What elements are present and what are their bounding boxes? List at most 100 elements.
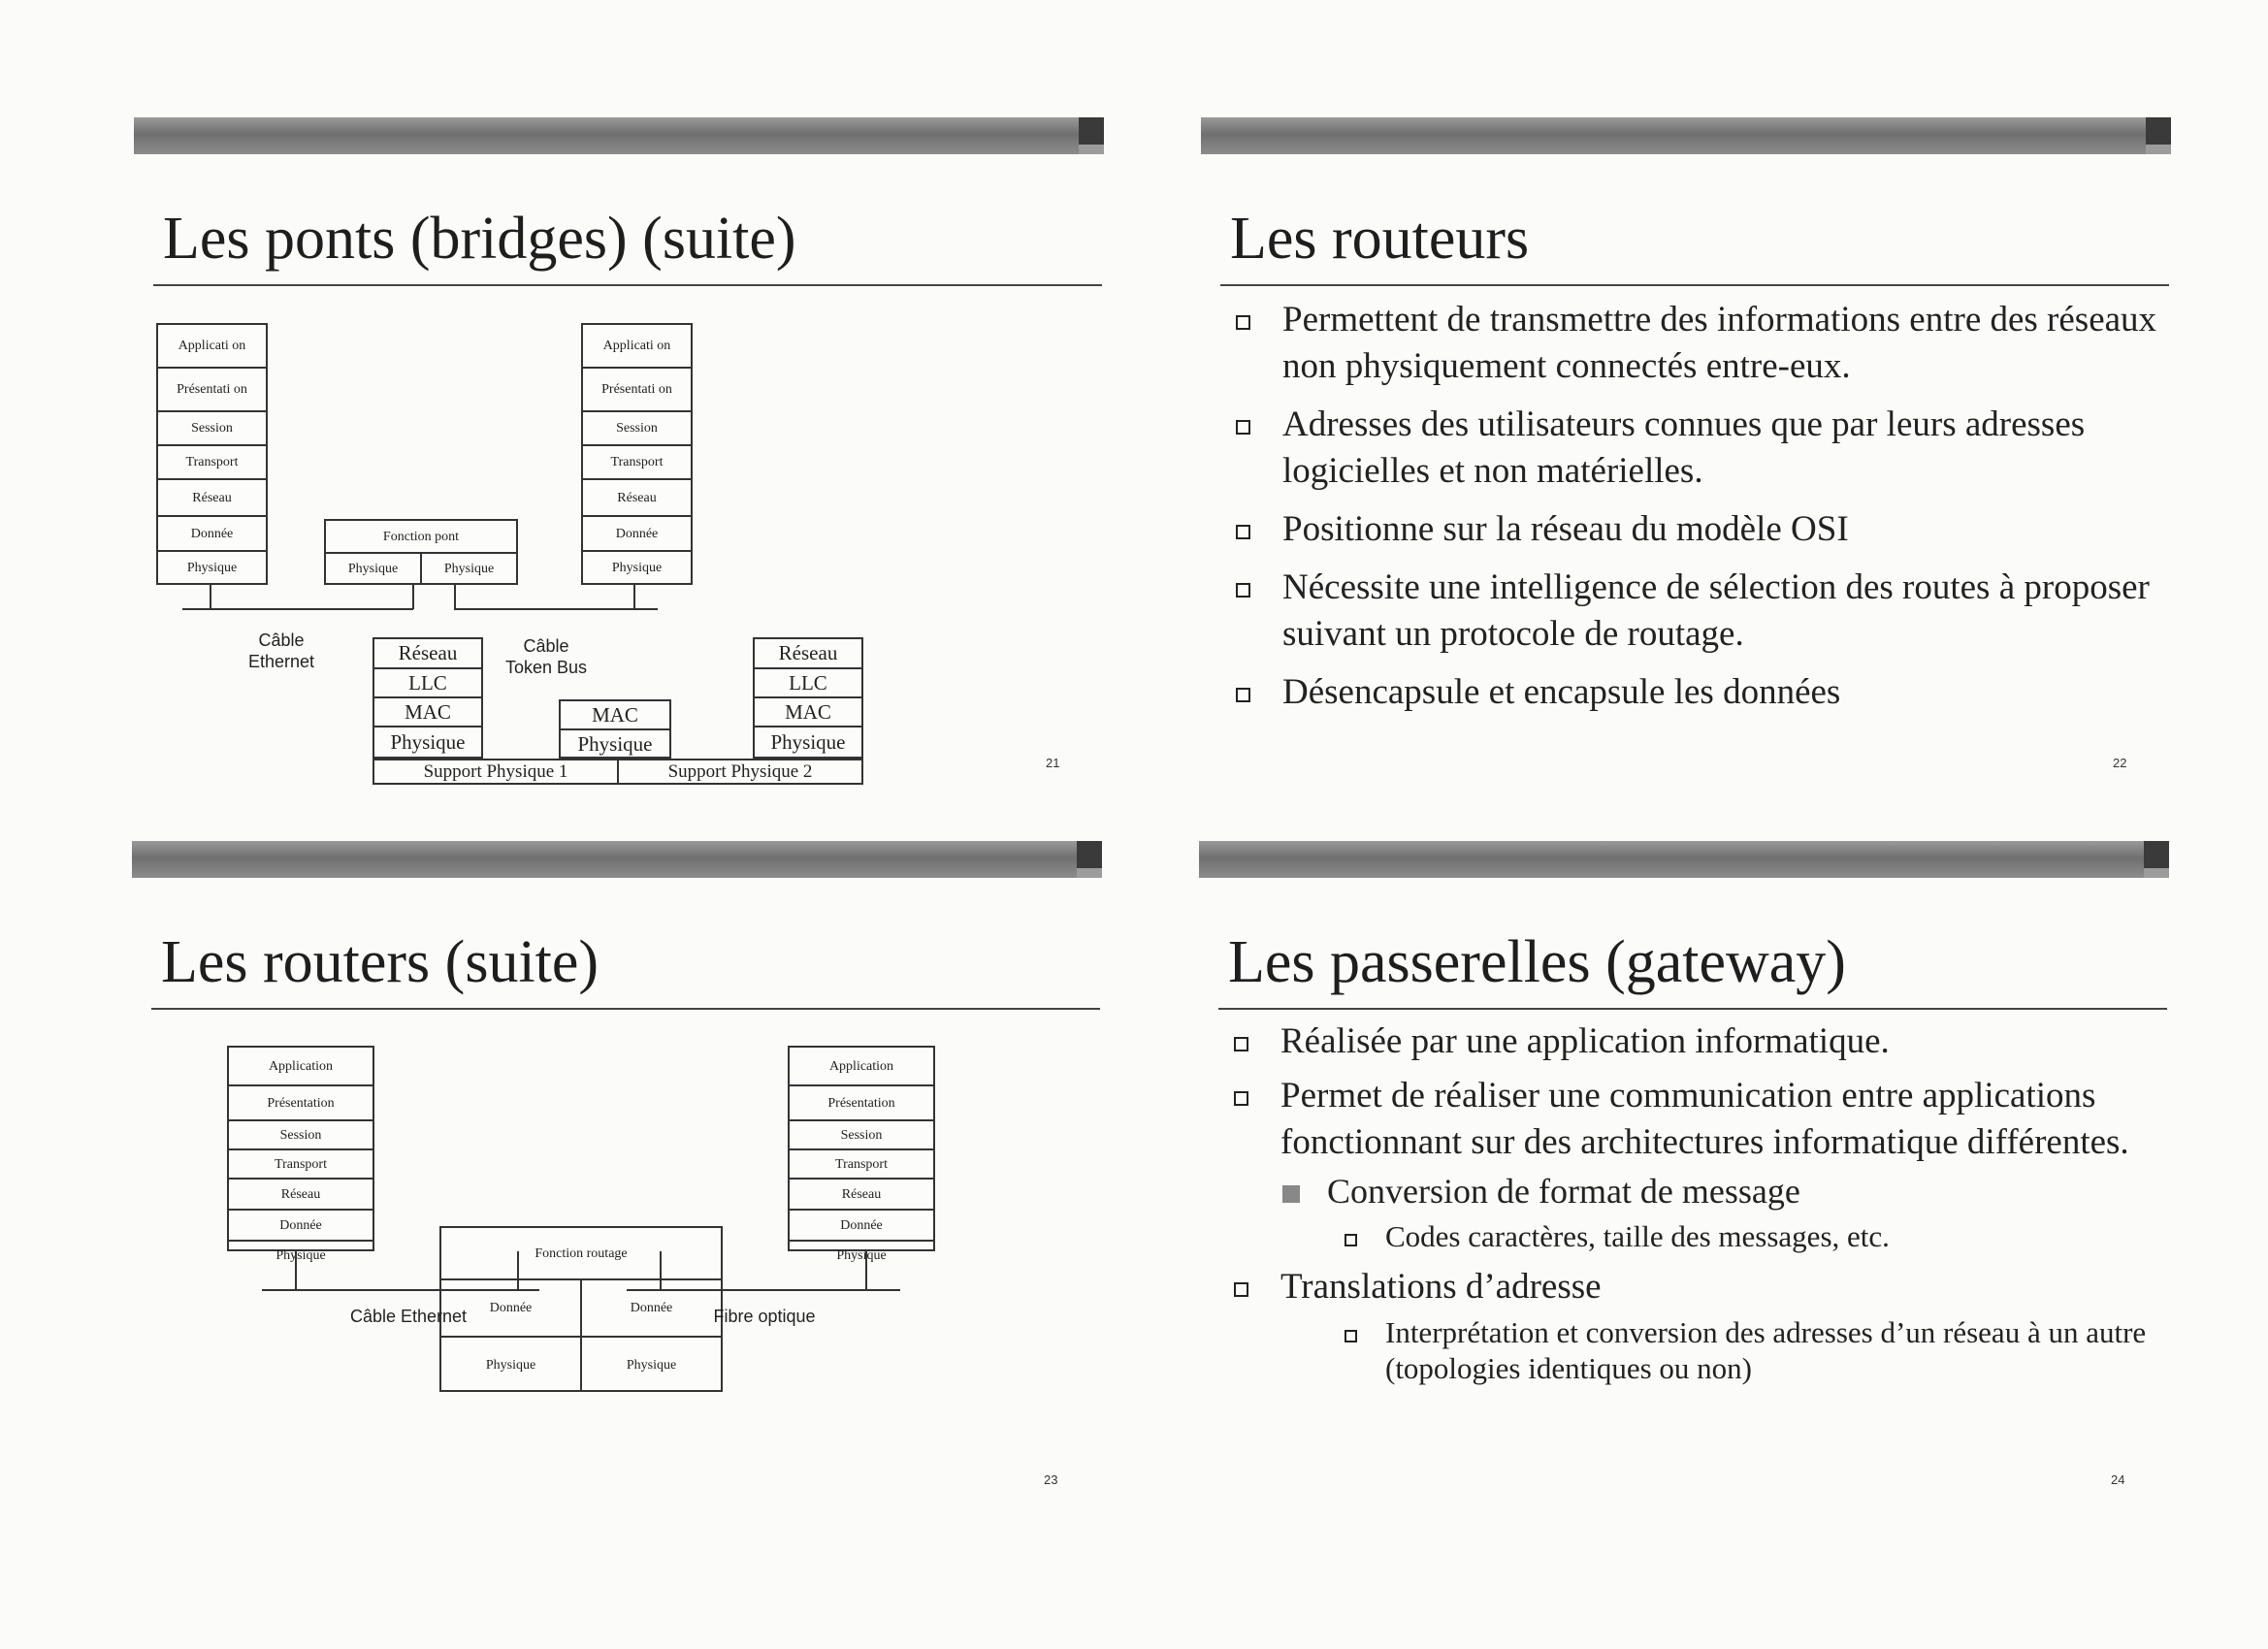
bullet-item: Translations d’adresse xyxy=(1228,1264,2159,1310)
layer-cell: Physique xyxy=(836,1247,887,1263)
layer-cell: Donnée xyxy=(229,1211,373,1242)
layer-cell: Physique xyxy=(275,1247,326,1263)
layer-cell: MAC xyxy=(561,701,669,730)
bullet-item: Nécessite une intelligence de sélection … xyxy=(1230,565,2161,658)
bullet-list: Permettent de transmettre des informatio… xyxy=(1230,297,2161,728)
layer-cell: LLC xyxy=(755,669,861,698)
slide-22: Les routeurs Permettent de transmettre d… xyxy=(1201,117,2171,796)
page-number: 22 xyxy=(2113,756,2127,770)
layer-cell: Applicati on xyxy=(583,325,691,369)
link-line xyxy=(517,1251,519,1290)
layer-cell: Session xyxy=(229,1121,373,1150)
layer-cell: Physique xyxy=(577,732,653,756)
net-stack-mid: MAC Physique xyxy=(559,699,671,759)
slide-title: Les routers (suite) xyxy=(161,929,599,995)
link-line xyxy=(295,1251,297,1290)
router-donnee-right: Donnée xyxy=(630,1301,673,1315)
layer-cell: Physique xyxy=(770,729,846,754)
layer-cell: Réseau xyxy=(583,480,691,517)
layer-cell: Réseau xyxy=(790,1180,933,1211)
link-line xyxy=(454,585,456,609)
checkbox-bullet-icon xyxy=(1234,1091,1248,1106)
bullet-text: Adresses des utilisateurs connues que pa… xyxy=(1282,404,2086,491)
bullet-item: Positionne sur la réseau du modèle OSI xyxy=(1230,506,2161,553)
support-physique-1: Support Physique 1 xyxy=(374,760,619,783)
token-bus-line xyxy=(454,608,658,610)
layer-cell: Présentation xyxy=(790,1086,933,1121)
checkbox-bullet-icon xyxy=(1236,525,1250,539)
layer-cell: Session xyxy=(583,412,691,446)
link-line xyxy=(660,1251,662,1290)
page-number: 21 xyxy=(1046,756,1060,770)
layer-cell: Transport xyxy=(158,446,266,480)
title-rule xyxy=(1220,284,2169,286)
bullet-item: Réalisée par une application informatiqu… xyxy=(1228,1018,2159,1065)
cable-ethernet-label: Câble Ethernet xyxy=(349,1307,468,1326)
support-bar: Support Physique 1 Support Physique 2 xyxy=(373,759,863,785)
router-physique-right: Physique xyxy=(626,1357,677,1373)
layer-cell: Session xyxy=(790,1121,933,1150)
bullet-item: Permettent de transmettre des informatio… xyxy=(1230,297,2161,390)
osi-stack-left: Applicati on Présentati on Session Trans… xyxy=(156,323,268,585)
layer-cell: LLC xyxy=(374,669,481,698)
osi-stack-right: Application Présentation Session Transpo… xyxy=(788,1046,935,1263)
checkbox-bullet-icon xyxy=(1234,1282,1248,1297)
bullet-text: Codes caractères, taille des messages, e… xyxy=(1385,1219,1890,1253)
slide-header-bar xyxy=(134,117,1104,154)
bullet-item: Adresses des utilisateurs connues que pa… xyxy=(1230,402,2161,495)
router-title: Fonction routage xyxy=(441,1228,721,1280)
layer-cell: Présentati on xyxy=(158,369,266,412)
checkbox-bullet-icon xyxy=(1345,1330,1357,1342)
bullet-text: Translations d’adresse xyxy=(1280,1267,1602,1307)
title-rule xyxy=(1218,1008,2167,1010)
bullet-text: Positionne sur la réseau du modèle OSI xyxy=(1282,509,1849,549)
layer-cell: Transport xyxy=(229,1150,373,1180)
bullet-text: Interprétation et conversion des adresse… xyxy=(1385,1315,2147,1385)
ethernet-cable-line xyxy=(262,1289,539,1291)
slide-title: Les routeurs xyxy=(1230,206,1530,272)
sub-bullet-item: Conversion de format de message xyxy=(1228,1170,2159,1212)
slide-header-bar xyxy=(1201,117,2171,154)
bullet-text: Réalisée par une application informatiqu… xyxy=(1280,1021,1890,1061)
bullet-item: Désencapsule et encapsule les données xyxy=(1230,669,2161,716)
router-physique-left: Physique xyxy=(441,1338,582,1392)
subsub-bullet-item: Interprétation et conversion des adresse… xyxy=(1228,1314,2159,1386)
page-number: 23 xyxy=(1044,1472,1058,1487)
layer-cell: Physique xyxy=(390,729,466,754)
bullet-item: Permet de réaliser une communication ent… xyxy=(1228,1073,2159,1166)
slide-21: Les ponts (bridges) (suite) Applicati on… xyxy=(134,117,1104,796)
title-rule xyxy=(151,1008,1100,1010)
fibre-optique-line xyxy=(627,1289,900,1291)
link-line xyxy=(412,585,414,609)
ethernet-cable-line xyxy=(182,608,374,610)
layer-cell: Présentation xyxy=(229,1086,373,1121)
slide-header-bar xyxy=(132,841,1102,878)
net-stack-left: Réseau LLC MAC Physique xyxy=(373,637,483,759)
cable-token-bus-label: Câble Token Bus xyxy=(504,636,588,677)
fibre-optique-label: Fibre optique xyxy=(713,1307,816,1326)
bullet-text: Permet de réaliser une communication ent… xyxy=(1280,1076,2129,1162)
bridge-title: Fonction pont xyxy=(326,521,516,554)
layer-cell: Réseau xyxy=(158,480,266,517)
layer-cell: Transport xyxy=(790,1150,933,1180)
layer-cell: Donnée xyxy=(583,517,691,552)
slide-header-bar xyxy=(1199,841,2169,878)
layer-cell: Session xyxy=(158,412,266,446)
checkbox-bullet-icon xyxy=(1234,1037,1248,1051)
layer-cell: Physique xyxy=(611,560,663,575)
slide-24: Les passerelles (gateway) Réalisée par u… xyxy=(1199,841,2169,1520)
checkbox-bullet-icon xyxy=(1236,688,1250,702)
title-rule xyxy=(153,284,1102,286)
bridge-physique-right: Physique xyxy=(443,561,495,576)
layer-cell: MAC xyxy=(755,698,861,728)
layer-cell: Réseau xyxy=(229,1180,373,1211)
osi-stack-right: Applicati on Présentati on Session Trans… xyxy=(581,323,693,585)
slide-title: Les passerelles (gateway) xyxy=(1228,929,1846,995)
layer-cell: Réseau xyxy=(755,639,861,669)
slide-title: Les ponts (bridges) (suite) xyxy=(163,206,796,272)
layer-cell: Physique xyxy=(186,560,238,575)
subsub-bullet-item: Codes caractères, taille des messages, e… xyxy=(1228,1218,2159,1254)
checkbox-bullet-icon xyxy=(1345,1234,1357,1246)
bridge-function-box: Fonction pont Physique Physique xyxy=(324,519,518,585)
checkbox-bullet-icon xyxy=(1236,420,1250,435)
